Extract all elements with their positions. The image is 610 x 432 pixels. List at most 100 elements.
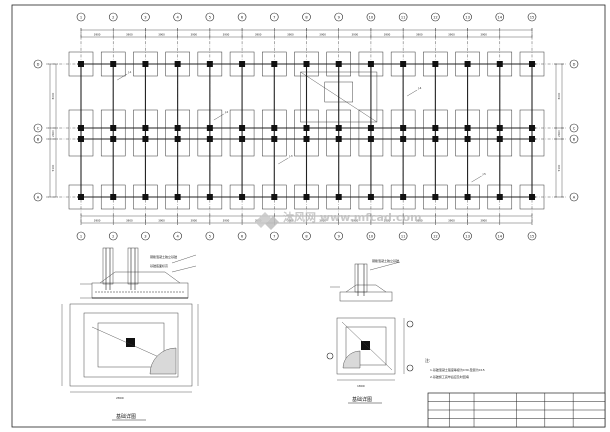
- axis-bubble-right: [569, 123, 579, 133]
- stair-diagonal: [300, 71, 378, 123]
- dimension-text-bottom: 3900: [384, 219, 391, 223]
- axis-bubble-top: [463, 12, 472, 22]
- footing-section-left: 钢筋混凝土独立基础 基础底面标高: [80, 247, 197, 299]
- column: [496, 125, 503, 131]
- axis-bubble-bottom: [205, 231, 215, 241]
- callout-leader: [213, 113, 224, 121]
- axis-label-right: A: [573, 195, 576, 199]
- column: [303, 194, 310, 200]
- column: [206, 194, 213, 200]
- column: [206, 125, 213, 131]
- dimension-text-top: 3900: [384, 33, 391, 37]
- column: [367, 125, 374, 131]
- axis-bubble-bottom: [141, 231, 150, 241]
- axis-bubble-left: [33, 123, 43, 133]
- column: [142, 125, 149, 131]
- dimension-text-top: 3900: [287, 33, 294, 37]
- column: [271, 125, 278, 131]
- column: [78, 136, 84, 142]
- column: [110, 136, 117, 142]
- dimension-text-right: 6000: [557, 92, 561, 99]
- footing-callout: J-1: [127, 70, 132, 74]
- column: [335, 194, 342, 200]
- column: [432, 136, 439, 142]
- axis-bubble-top: [366, 12, 376, 22]
- axis-bubble-right: [569, 59, 579, 69]
- column: [432, 125, 439, 131]
- axis-label-bottom: 9: [338, 235, 341, 239]
- axis-bubble-bottom: [495, 231, 505, 241]
- axis-label-top: 8: [305, 16, 308, 20]
- dimension-text-right: 2400: [557, 130, 561, 137]
- axis-label-bottom: 10: [369, 235, 374, 239]
- dimension-text-bottom: 3900: [94, 219, 101, 223]
- axis-bubble-bottom: [76, 231, 86, 241]
- column: [110, 125, 117, 131]
- column: [303, 125, 310, 131]
- dimension-text-bottom: 3900: [158, 219, 165, 223]
- axis-bubble-top: [237, 12, 247, 22]
- column: [110, 194, 117, 200]
- axis-label-top: 9: [338, 16, 341, 20]
- axis-bubble-bottom: [366, 231, 376, 241]
- dimension-text-top: 3900: [94, 33, 101, 37]
- axis-label-left: D: [37, 62, 40, 66]
- footing-column-right: [361, 341, 370, 350]
- stair-landing: [324, 81, 353, 103]
- column: [529, 194, 535, 200]
- callout-leader: [278, 157, 289, 165]
- column: [303, 61, 310, 67]
- column: [174, 194, 181, 200]
- rebar-quadrant-right: [342, 350, 361, 369]
- column: [174, 61, 181, 67]
- watermark: 沐风网 www.mfcad.com: [255, 210, 422, 230]
- dimension-text-top: 3900: [352, 33, 359, 37]
- axis-bubble-right: [569, 134, 579, 144]
- axis-label-left: C: [37, 126, 40, 130]
- footing-callout: J-5: [482, 172, 487, 176]
- column: [239, 61, 246, 67]
- axis-bubble-top: [302, 12, 311, 22]
- column: [335, 125, 342, 131]
- axis-bubble-bottom: [237, 231, 247, 241]
- axis-bubble-top: [527, 12, 537, 22]
- column: [271, 136, 278, 142]
- column: [78, 61, 84, 67]
- footing-detail-left: 钢筋混凝土独立基础 基础底面标高 2800 基础详图: [61, 247, 199, 421]
- axis-label-right: C: [573, 126, 576, 130]
- footing-callout: J-3: [288, 154, 293, 158]
- axis-label-bottom: 12: [433, 235, 438, 239]
- axis-bubble-left: [33, 59, 43, 69]
- axis-label-top: 12: [433, 16, 438, 20]
- axis-bubble-top: [398, 12, 408, 22]
- axis-label-bottom: 11: [401, 235, 406, 239]
- column: [400, 61, 407, 67]
- dimension-text-right: 5100: [557, 164, 561, 171]
- dimension-text-top: 3900: [190, 33, 197, 37]
- column: [206, 61, 213, 67]
- column: [239, 194, 246, 200]
- dimension-text-top: 3900: [319, 33, 326, 37]
- dimension-text-bottom: 3900: [190, 219, 197, 223]
- axis-label-top: 14: [497, 16, 502, 20]
- detail-left-caption: 基础详图: [116, 413, 136, 420]
- dimension-text-bottom: 3900: [287, 219, 294, 223]
- axis-label-bottom: 13: [465, 235, 470, 239]
- axis-bubble-top: [76, 12, 86, 22]
- callout-leader: [117, 73, 128, 81]
- column: [496, 61, 503, 67]
- dimension-text-top: 3900: [158, 33, 165, 37]
- column: [464, 61, 471, 67]
- column: [335, 61, 342, 67]
- axis-label-bottom: 1: [80, 235, 82, 239]
- axis-bubble-top: [269, 12, 279, 22]
- axis-label-right: D: [573, 62, 576, 66]
- axis-label-top: 5: [209, 16, 211, 20]
- dimension-text-bottom: 3900: [480, 219, 487, 223]
- axis-label-top: 7: [273, 16, 275, 20]
- column: [367, 61, 374, 67]
- axis-bubble-right: [569, 192, 579, 202]
- axis-bubble-left: [33, 192, 43, 202]
- footing-detail-right: 钢筋混凝土独立基础 1800 基础详图: [326, 258, 414, 404]
